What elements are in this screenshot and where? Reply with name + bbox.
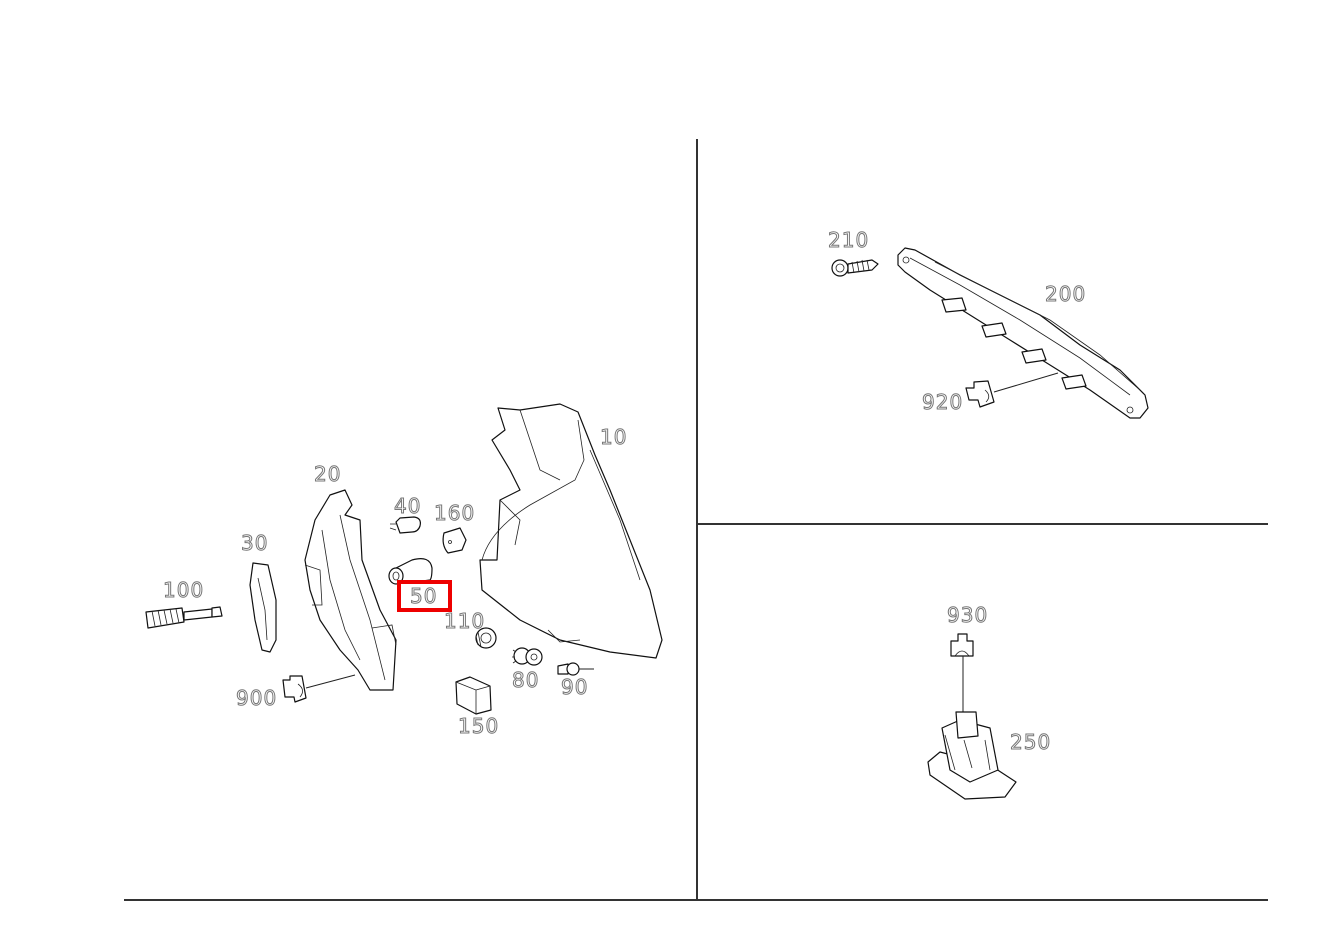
part-160-cap[interactable] (442, 527, 467, 554)
callout-900[interactable]: 900 (235, 686, 278, 710)
part-80-nut[interactable] (512, 647, 543, 666)
callout-100[interactable]: 100 (162, 578, 205, 602)
callout-20[interactable]: 20 (313, 462, 342, 486)
part-930-connector[interactable] (950, 633, 974, 712)
callout-920[interactable]: 920 (921, 390, 964, 414)
part-100-screw[interactable] (145, 606, 223, 629)
part-200-light-bar[interactable] (897, 247, 1149, 419)
part-920-connector[interactable] (965, 372, 1059, 408)
bottom-border (124, 899, 1268, 901)
part-900-connector[interactable] (282, 674, 356, 703)
part-40-small-bulb[interactable] (389, 516, 421, 534)
part-30-gasket[interactable] (249, 562, 277, 653)
callout-50[interactable]: 50 (409, 584, 438, 608)
callout-930[interactable]: 930 (946, 603, 989, 627)
part-210-screw[interactable] (831, 259, 879, 277)
callout-90[interactable]: 90 (560, 675, 589, 699)
callout-150[interactable]: 150 (457, 714, 500, 738)
callout-160[interactable]: 160 (433, 501, 476, 525)
part-10-housing[interactable] (479, 403, 663, 659)
part-20-bulb-carrier[interactable] (304, 489, 397, 691)
horizontal-divider-right (697, 523, 1268, 525)
callout-210[interactable]: 210 (827, 228, 870, 252)
callout-40[interactable]: 40 (393, 494, 422, 518)
part-150-block[interactable] (455, 676, 492, 715)
part-250-lamp[interactable] (927, 711, 1017, 800)
callout-30[interactable]: 30 (240, 531, 269, 555)
part-110-grommet[interactable] (475, 627, 497, 649)
callout-80[interactable]: 80 (511, 668, 540, 692)
callout-200[interactable]: 200 (1044, 282, 1087, 306)
callout-110[interactable]: 110 (443, 609, 486, 633)
part-90-pin[interactable] (557, 662, 594, 676)
callout-250[interactable]: 250 (1009, 730, 1052, 754)
callout-10[interactable]: 10 (599, 425, 628, 449)
selected-callout-highlight (397, 580, 452, 612)
vertical-divider (696, 139, 698, 901)
